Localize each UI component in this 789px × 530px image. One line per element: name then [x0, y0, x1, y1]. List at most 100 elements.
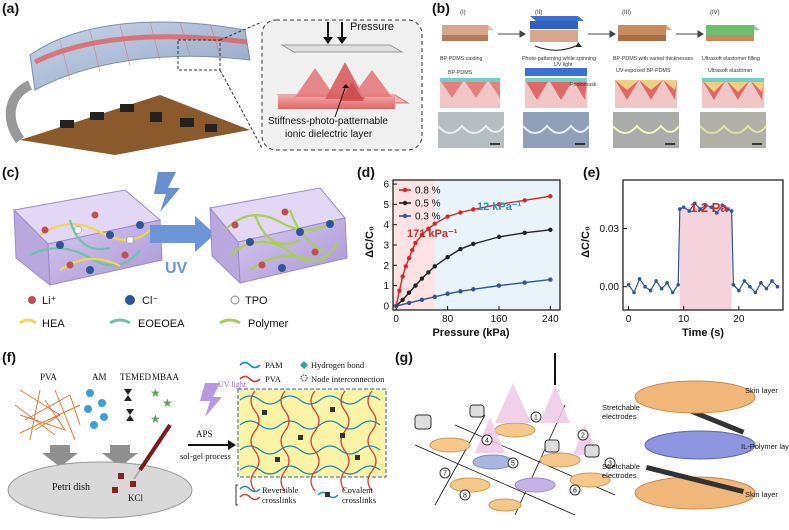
svg-text:★: ★ [150, 386, 161, 400]
step-num-5: 5 [511, 461, 515, 468]
bp-pdms-label: BP-PDMS [448, 70, 473, 76]
x-tick-label: 0 [393, 314, 399, 325]
panel-a: (a) [0, 0, 430, 155]
reagent-am: AM [92, 372, 107, 382]
data-point [753, 290, 758, 295]
legend-marker-2 [402, 213, 408, 219]
legend-hbond: Hydrogen bond [311, 360, 365, 370]
pressure-label: Pressure [350, 21, 394, 33]
y-tick-label: 3 [383, 241, 389, 252]
data-point [419, 297, 425, 303]
pva-fibers [14, 389, 81, 441]
data-point [648, 288, 653, 293]
data-point [742, 279, 747, 283]
svg-text:★: ★ [150, 412, 161, 426]
data-point [737, 288, 741, 293]
panel-label-f: (f) [2, 349, 16, 365]
panel-label-a: (a) [2, 0, 20, 16]
plot-frame [622, 179, 784, 311]
y-tick-label: 1 [383, 281, 389, 292]
legend-li: Li⁺ [42, 295, 57, 307]
step-num-7: 7 [443, 471, 447, 478]
x-tick-label: 0 [626, 314, 632, 325]
data-point [687, 209, 692, 213]
data-point [698, 207, 703, 211]
layer-label-line2: ionic dielectric layer [285, 129, 373, 140]
data-point [626, 282, 631, 287]
step-1: (I) [460, 10, 466, 16]
photomask-label: Photomask [570, 82, 597, 88]
chart-d-annot-low: 171 kPa⁻¹ [407, 228, 458, 240]
panel-c: (c) UV [0, 160, 350, 335]
panel-f-illustration: PVA AM TEMED MBAA ★★★ Petri dish [7, 360, 387, 519]
aps-label: APS [196, 429, 213, 439]
legend-cl: Cl⁻ [142, 295, 158, 307]
data-point [458, 289, 463, 294]
panel-label-g: (g) [395, 349, 413, 365]
process-label: sol-gel process [180, 451, 231, 461]
data-point [406, 300, 412, 306]
legend-label-2: 0.3 % [415, 212, 441, 223]
legend-marker-0 [402, 187, 408, 193]
legend-polymer: Polymer [248, 318, 289, 330]
panel-label-d: (d) [357, 164, 375, 180]
data-point [496, 202, 502, 207]
fabrication-disks [429, 422, 611, 512]
petri-label: Petri dish [52, 482, 90, 493]
section-2: UV light Photomask [525, 62, 597, 108]
label-il-polymer: IL-Polymer layer [741, 442, 789, 451]
label-electrodes-bottom-1: Stretchable [602, 462, 640, 471]
legend-label-0: 0.8 % [415, 186, 441, 197]
data-point [548, 227, 553, 232]
data-point [548, 194, 553, 199]
data-point [770, 279, 774, 283]
x-tick-label: 160 [491, 314, 508, 325]
data-point [471, 287, 476, 292]
data-point [748, 284, 752, 289]
section-4: Ultrasoft elastomer [702, 68, 764, 108]
panel-g: (g) 1 2 [395, 345, 789, 525]
arrow-down-2 [102, 445, 138, 467]
data-point [670, 290, 675, 295]
legend-covalent-1: Covalent [342, 485, 373, 495]
label-electrodes-top-2: electrodes [602, 412, 637, 421]
uv-label: UV [165, 260, 188, 277]
chart-e-xlabel: Time (s) [682, 327, 724, 339]
petri-dish [7, 461, 193, 519]
sensor-sheet [29, 21, 251, 91]
lightning-icon [154, 172, 180, 212]
chart-d-xlabel: Pressure (kPa) [432, 327, 509, 339]
data-point [703, 203, 708, 208]
uv-light-label-f: UV light [218, 380, 247, 389]
layer-label-line1: Stiffness-photo-patternable [268, 116, 388, 127]
data-point [764, 286, 769, 291]
data-point [496, 234, 502, 240]
data-point [714, 211, 719, 215]
series-line-0 [395, 195, 551, 307]
y-tick-label: 0.00 [600, 282, 620, 293]
panel-c-illustration: UV Li⁺ Cl⁻ TPO HEA EOE [12, 172, 348, 330]
kcl-label: KCl [128, 493, 144, 503]
x-tick-label: 80 [442, 314, 454, 325]
data-point [394, 303, 399, 309]
panel-label-b: (b) [432, 0, 450, 16]
legend-reversible-1: Reversible [262, 485, 299, 495]
step-num-6: 6 [573, 488, 577, 495]
y-tick-label: 2 [383, 261, 389, 272]
step-num-8: 8 [463, 493, 467, 500]
section-3: UV-exposed BP-PDMS [615, 68, 677, 108]
uv-light-label: UV light [554, 62, 573, 68]
y-tick-label: 6 [383, 180, 389, 191]
legend-pva: PVA [265, 374, 282, 384]
panel-g-illustration: 1 2 3 4 5 6 7 8 Skin layer Stretchable e… [414, 353, 789, 516]
caption-4: Ultrasoft elastomer filling [702, 56, 760, 62]
pipette [138, 423, 172, 472]
data-point [637, 277, 642, 281]
data-point [720, 203, 725, 208]
step-block-1 [442, 25, 494, 41]
temed-symbols [124, 389, 134, 421]
mbaa-stars: ★★★ [150, 386, 173, 426]
legend-label-1: 0.5 % [415, 199, 441, 210]
data-point [413, 283, 418, 288]
